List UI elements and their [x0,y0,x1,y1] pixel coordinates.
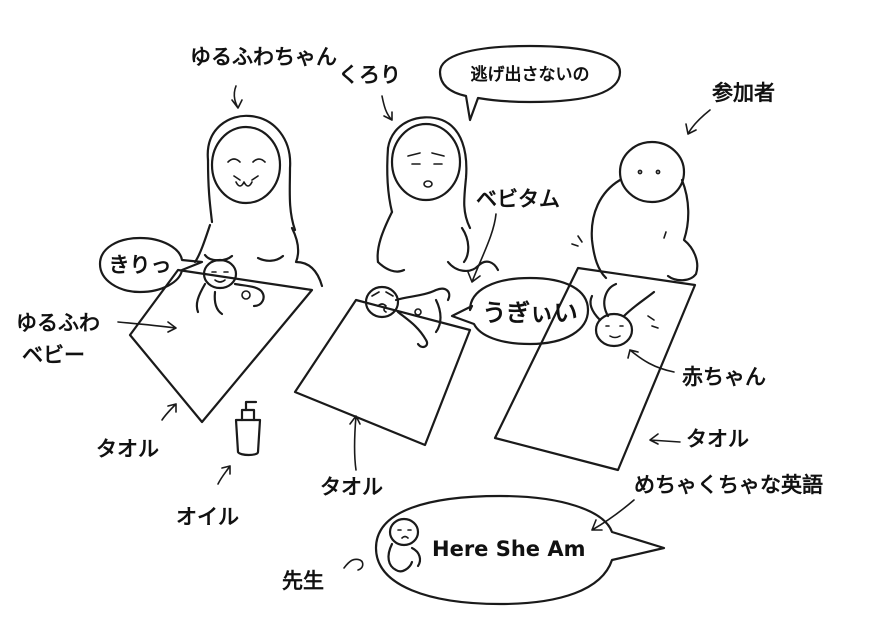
arrow-broken-english [591,499,635,531]
figure-kurori-baby [364,285,451,349]
arrow-bebitamu [467,213,497,283]
label-oil: オイル [176,505,239,529]
figure-participant [571,140,699,282]
speech-text-english: Here She Am [432,537,586,561]
label-yurufuwa: ゆるふわちゃん [190,45,337,69]
figure-yurufuwa [193,114,324,288]
speech-text-ugii: うぎぃい [482,299,578,327]
label-bebitamu: ベビタム [476,187,560,211]
label-yurufuwa-baby-line1: ゆるふわ [16,311,100,335]
arrow-towel-2 [349,415,361,471]
arrow-kurori [381,95,393,121]
towel-right [493,266,697,472]
label-towel-1: タオル [96,437,159,461]
speech-bubble-ugii [450,276,590,346]
arrow-yurufuwa-baby [117,321,177,333]
arrow-oil [217,465,231,485]
arrow-towel-3 [649,433,681,445]
oil-bottle-icon [234,400,262,457]
label-participant: 参加者 [712,81,775,105]
arrow-teacher [343,558,364,571]
speech-bubble-english [374,494,666,606]
towel-left [128,268,314,424]
arrow-towel-1 [161,403,177,421]
speech-bubble-kiri [98,236,204,294]
figure-baby [589,282,659,348]
label-yurufuwa-baby-line2: ベビー [22,343,85,367]
label-towel-2: タオル [320,475,383,499]
speech-text-kiri: きりっ [109,253,172,277]
arrow-participant [685,109,711,135]
label-towel-3: タオル [686,427,749,451]
arrow-baby [627,349,675,373]
label-baby: 赤ちゃん [682,365,766,389]
figure-kurori [376,116,500,273]
label-broken-english: めちゃくちゃな英語 [634,473,823,497]
speech-bubble-nigasanai [438,44,622,122]
towel-middle [293,298,472,447]
figure-yurufuwa-baby [195,258,265,316]
speech-text-nigasanai: 逃げ出さないの [471,64,590,85]
label-kurori: くろり [338,63,401,87]
figure-teacher [387,517,422,573]
arrow-yurufuwa [231,85,243,109]
label-teacher: 先生 [282,569,324,593]
